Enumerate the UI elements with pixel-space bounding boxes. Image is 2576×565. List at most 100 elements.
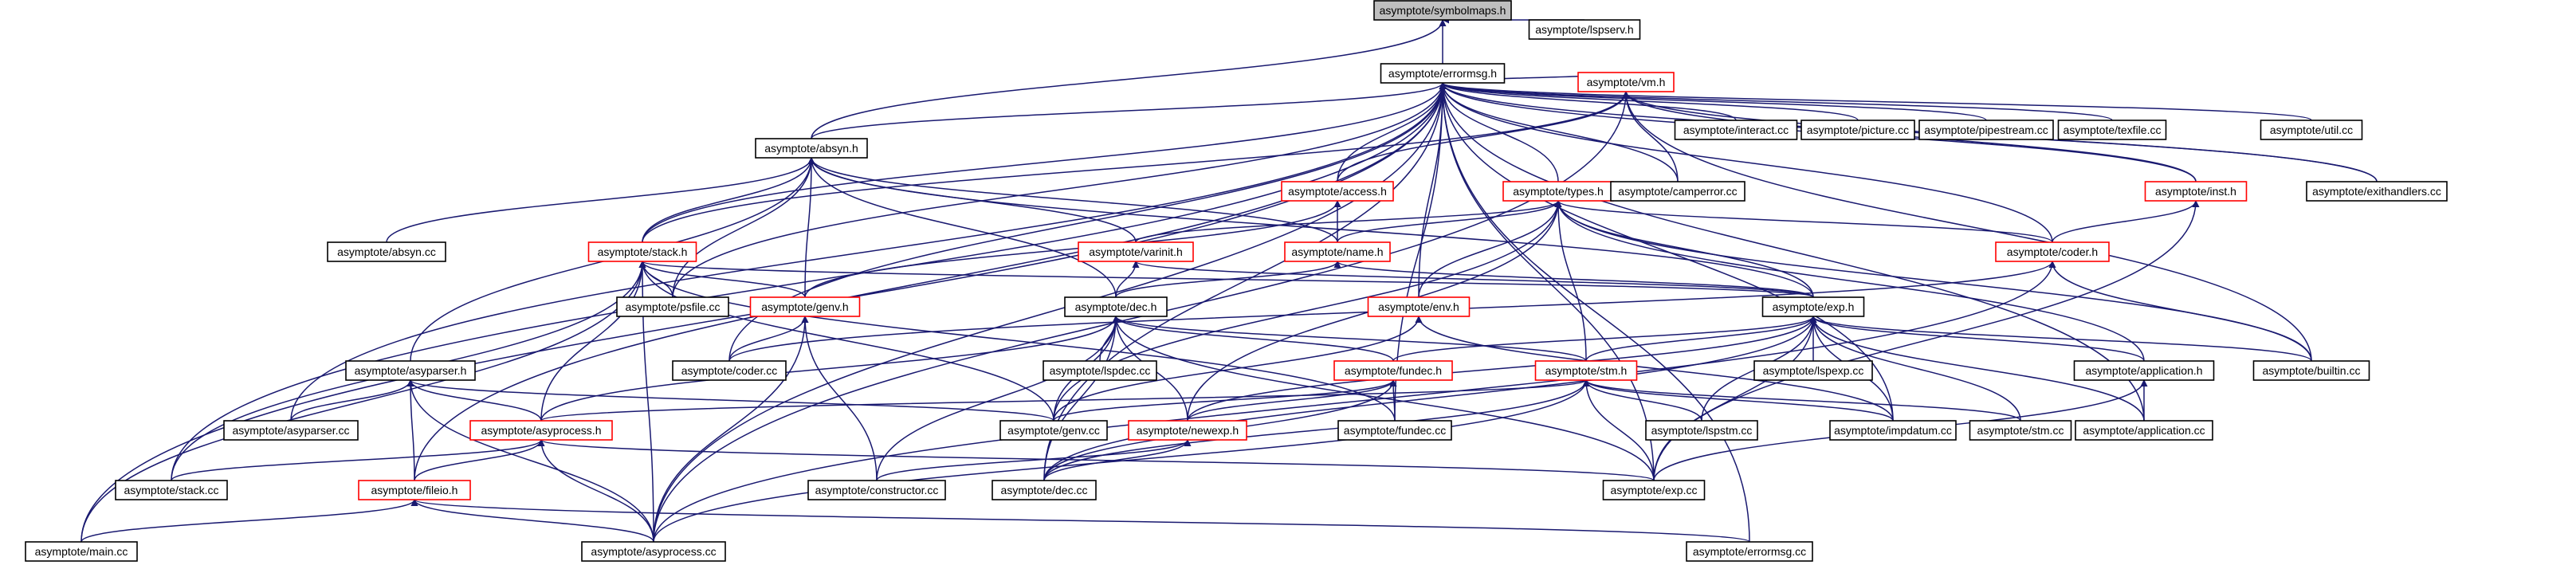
node-label-psfile-cc: asymptote/psfile.cc (625, 300, 720, 313)
node-dec-cc[interactable]: asymptote/dec.cc (992, 480, 1097, 500)
node-box-stm-h (1534, 360, 1638, 381)
edge-asyprocess-h-to-stack-h (540, 261, 646, 422)
node-access-h[interactable]: asymptote/access.h (1281, 181, 1394, 202)
node-asyparser-h[interactable]: asymptote/asyparser.h (345, 360, 476, 381)
node-label-constructor-cc: asymptote/constructor.cc (815, 484, 939, 496)
edge-stm-h-to-dec-h (1112, 316, 1587, 362)
node-genv-h[interactable]: asymptote/genv.h (749, 296, 861, 317)
node-label-genv-cc: asymptote/genv.cc (1007, 424, 1100, 437)
node-label-exithandlers-cc: asymptote/exithandlers.cc (2312, 185, 2441, 198)
node-label-lspdec-cc: asymptote/lspdec.cc (1050, 364, 1151, 377)
node-box-coder-h (1995, 241, 2110, 262)
node-box-absyn-cc (327, 241, 446, 262)
node-util-cc[interactable]: asymptote/util.cc (2260, 120, 2363, 140)
edge-exp-cc-to-dec-h (1112, 316, 1655, 481)
edge-fileio-h-to-asyprocess-h (414, 439, 545, 481)
node-fundec-h[interactable]: asymptote/fundec.h (1333, 360, 1453, 381)
node-label-stack-cc: asymptote/stack.cc (124, 484, 218, 496)
node-label-exp-h: asymptote/exp.h (1773, 300, 1855, 313)
edge-absyn-h-to-errormsg-h (811, 82, 1447, 139)
node-fundec-cc[interactable]: asymptote/fundec.cc (1337, 420, 1452, 441)
node-asyprocess-h[interactable]: asymptote/asyprocess.h (469, 420, 613, 441)
node-name-h[interactable]: asymptote/name.h (1284, 241, 1391, 262)
edge-genv-cc-to-fundec-h (1053, 379, 1397, 422)
node-varinit-h[interactable]: asymptote/varinit.h (1078, 241, 1194, 262)
node-exithandlers-cc[interactable]: asymptote/exithandlers.cc (2306, 181, 2448, 202)
node-psfile-cc[interactable]: asymptote/psfile.cc (616, 296, 729, 317)
node-texfile-cc[interactable]: asymptote/texfile.cc (2057, 120, 2167, 140)
node-box-builtin-cc (2252, 360, 2370, 381)
node-fileio-h[interactable]: asymptote/fileio.h (358, 480, 471, 500)
node-box-pipestream-cc (1918, 120, 2054, 140)
node-env-h[interactable]: asymptote/env.h (1367, 296, 1471, 317)
edge-stm-cc-to-exp-h (1809, 316, 2021, 422)
edge-stack-h-to-vm-h (642, 91, 1630, 243)
edge-dec-h-to-name-h (1115, 261, 1341, 298)
node-constructor-cc[interactable]: asymptote/constructor.cc (807, 480, 946, 500)
node-newexp-h[interactable]: asymptote/newexp.h (1128, 420, 1247, 441)
edge-stack-h-to-absyn-h (642, 157, 815, 243)
node-genv-cc[interactable]: asymptote/genv.cc (999, 420, 1108, 441)
node-lspdec-cc[interactable]: asymptote/lspdec.cc (1043, 360, 1157, 381)
edge-application-h-to-exp-h (1809, 316, 2145, 362)
node-types-h[interactable]: asymptote/types.h (1502, 181, 1614, 202)
node-exp-h[interactable]: asymptote/exp.h (1761, 296, 1865, 317)
node-impdatum-cc[interactable]: asymptote/impdatum.cc (1829, 420, 1957, 441)
edge-errormsg-cc-to-errormsg-h (1439, 82, 1750, 543)
node-box-psfile-cc (616, 296, 729, 317)
node-box-asyprocess-cc (581, 541, 726, 562)
node-coder-cc[interactable]: asymptote/coder.cc (672, 360, 787, 381)
node-lspserv-h[interactable]: asymptote/lspserv.h (1528, 19, 1641, 40)
node-label-stm-cc: asymptote/stm.cc (1977, 424, 2064, 437)
node-vm-h[interactable]: asymptote/vm.h (1577, 72, 1675, 92)
node-stack-h[interactable]: asymptote/stack.h (587, 241, 697, 262)
node-box-access-h (1281, 181, 1394, 202)
node-exp-cc[interactable]: asymptote/exp.cc (1602, 480, 1706, 500)
node-application-cc[interactable]: asymptote/application.cc (2075, 420, 2213, 441)
node-label-errormsg-h: asymptote/errormsg.h (1388, 67, 1497, 80)
node-label-name-h: asymptote/name.h (1291, 245, 1383, 258)
node-lspstm-cc[interactable]: asymptote/lspstm.cc (1645, 420, 1758, 441)
edge-asyprocess-h-to-dec-h (540, 316, 1120, 422)
node-absyn-h[interactable]: asymptote/absyn.h (755, 138, 868, 159)
node-label-texfile-cc: asymptote/texfile.cc (2064, 124, 2162, 136)
node-symbolmaps-h[interactable]: asymptote/symbolmaps.h (1373, 0, 1512, 21)
edge-dec-cc-to-stm-h (1043, 379, 1590, 481)
node-absyn-cc[interactable]: asymptote/absyn.cc (327, 241, 446, 262)
node-box-application-h (2073, 360, 2215, 381)
node-coder-h[interactable]: asymptote/coder.h (1995, 241, 2110, 262)
node-box-genv-cc (999, 420, 1108, 441)
edge-asyprocess-cc-to-fileio-h (410, 499, 654, 543)
edge-exp-h-to-varinit-h (1132, 261, 1814, 298)
edge-coder-h-to-types-h (1554, 200, 2053, 243)
node-errormsg-h[interactable]: asymptote/errormsg.h (1380, 63, 1506, 84)
edge-asyprocess-h-to-stm-h (540, 379, 1590, 422)
node-asyprocess-cc[interactable]: asymptote/asyprocess.cc (581, 541, 726, 562)
node-box-fundec-h (1333, 360, 1453, 381)
edge-builtin-cc-to-exp-h (1809, 316, 2312, 362)
node-stack-cc[interactable]: asymptote/stack.cc (115, 480, 228, 500)
node-pipestream-cc[interactable]: asymptote/pipestream.cc (1918, 120, 2054, 140)
node-box-application-cc (2075, 420, 2213, 441)
node-inst-h[interactable]: asymptote/inst.h (2144, 181, 2248, 202)
node-lspexp-cc[interactable]: asymptote/lspexp.cc (1753, 360, 1873, 381)
node-stm-h[interactable]: asymptote/stm.h (1534, 360, 1638, 381)
node-main-cc[interactable]: asymptote/main.cc (25, 541, 138, 562)
node-asyparser-cc[interactable]: asymptote/asyparser.cc (223, 420, 359, 441)
node-dec-h[interactable]: asymptote/dec.h (1064, 296, 1168, 317)
node-picture-cc[interactable]: asymptote/picture.cc (1800, 120, 1915, 140)
edge-application-cc-to-errormsg-h (1439, 82, 2145, 422)
node-builtin-cc[interactable]: asymptote/builtin.cc (2252, 360, 2370, 381)
node-stm-cc[interactable]: asymptote/stm.cc (1969, 420, 2072, 441)
node-application-h[interactable]: asymptote/application.h (2073, 360, 2215, 381)
edge-genv-cc-to-asyparser-h (406, 379, 1054, 422)
edge-coder-h-to-errormsg-h (1439, 82, 2053, 243)
node-box-types-h (1502, 181, 1614, 202)
node-errormsg-cc[interactable]: asymptote/errormsg.cc (1686, 541, 1813, 562)
node-label-lspstm-cc: asymptote/lspstm.cc (1651, 424, 1753, 437)
edge-asyparser-cc-to-errormsg-h (290, 82, 1447, 422)
edge-asyprocess-cc-to-coder-h (653, 261, 2056, 543)
node-interact-cc[interactable]: asymptote/interact.cc (1674, 120, 1798, 140)
edge-coder-h-to-inst-h (2052, 200, 2200, 243)
node-camperror-cc[interactable]: asymptote/camperror.cc (1610, 181, 1745, 202)
